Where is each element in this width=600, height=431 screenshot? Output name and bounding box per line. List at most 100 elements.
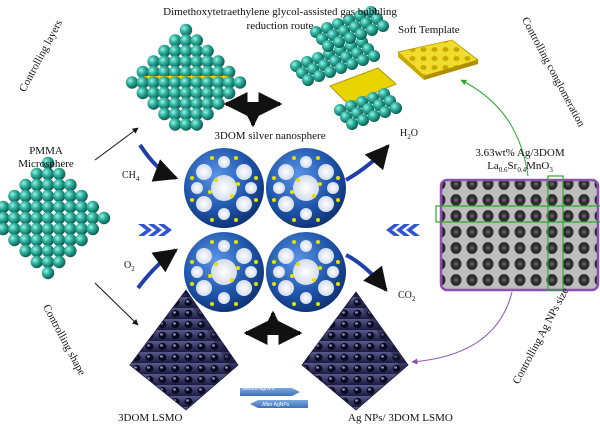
ag-nanoparticle: [316, 218, 320, 222]
co2-sub: 2: [411, 295, 416, 303]
silver-sphere-window: [196, 280, 212, 296]
ag-nanoparticle: [272, 282, 276, 286]
o2-label: O2: [124, 260, 135, 273]
pyramid-sphere: [201, 86, 214, 100]
silver-sphere-window: [196, 164, 212, 180]
slab-sphere: [357, 54, 369, 66]
pmma-sphere: [41, 167, 55, 181]
silver-nanosphere-label: 3DOM silver nanosphere: [214, 130, 326, 142]
pyramid-sphere: [179, 118, 193, 131]
silver-sphere-window: [300, 208, 312, 220]
slab-sphere: [346, 58, 358, 70]
chevrons-right: [386, 224, 420, 236]
ag-nanoparticle: [190, 282, 194, 286]
pmma-sphere: [75, 233, 88, 247]
ag-nanoparticle: [336, 198, 340, 202]
pmma-sphere: [30, 233, 43, 247]
gas-arrow-o2: [136, 248, 178, 290]
pmma-sphere: [0, 211, 10, 225]
ag-nanoparticle: [190, 260, 194, 264]
silver-sphere-window: [236, 280, 252, 296]
soft-template-sheet: [397, 39, 479, 80]
slab-sphere: [368, 50, 380, 62]
pyramid-sphere: [190, 118, 203, 131]
pyramid-sphere: [147, 97, 160, 110]
silver-sphere-window: [327, 266, 339, 278]
pmma-sphere: [53, 178, 66, 192]
tem-image: [435, 175, 600, 292]
pyramid-sphere: [190, 55, 203, 68]
pyramid-sphere: [158, 44, 171, 58]
pmma-sphere: [19, 233, 32, 247]
ag-nanoparticle: [214, 262, 218, 266]
pmma-sphere: [53, 244, 66, 258]
pyramid-sphere: [158, 107, 171, 121]
ag-nanoparticle: [254, 260, 258, 264]
purple-arrow-to-ag-lsmo: [411, 291, 513, 365]
gas-arrow-h2o: [345, 144, 390, 182]
pmma-sphere: [30, 178, 43, 192]
ag-nanoparticle: [210, 218, 214, 222]
h2o-sub: 2: [407, 133, 411, 141]
pyramid-sphere: [158, 65, 171, 79]
sample-mno: MnO: [526, 160, 550, 172]
pmma-sphere: [30, 167, 43, 181]
pyramid-sphere: [158, 55, 171, 68]
pyramid-sphere: [179, 44, 193, 58]
ag-nanoparticle: [290, 274, 294, 278]
pmma-sphere: [97, 211, 111, 225]
pmma-sphere: [30, 255, 43, 269]
pyramid-sphere: [136, 76, 149, 89]
silver-sphere-window: [293, 259, 319, 285]
pmma-sphere: [19, 200, 32, 214]
slab-sphere: [313, 70, 325, 82]
pmma-sphere: [64, 189, 77, 203]
silver-sphere-window: [218, 292, 230, 304]
silver-sphere-window: [293, 175, 319, 201]
ag-nanoparticle: [234, 156, 238, 160]
silver-sphere-window: [211, 175, 237, 201]
pyramid-sphere: [179, 97, 193, 110]
pyramid-sphere: [190, 44, 203, 58]
silver-sphere-window: [191, 182, 203, 194]
silver-sphere-window: [196, 196, 212, 212]
slab-sphere: [377, 20, 389, 32]
ag-nanoparticle: [208, 274, 212, 278]
ag-nanoparticle: [318, 182, 322, 186]
pmma-sphere: [19, 222, 32, 236]
pmma-sphere: [19, 189, 32, 203]
pmma-sphere: [8, 222, 21, 236]
title-line-1: Dimethoxytetraethylene glycol-assisted g…: [163, 6, 397, 18]
pmma-sphere: [53, 255, 66, 269]
pyramid-sphere: [169, 97, 182, 110]
arrow-pmma-to-pyramid: [94, 127, 139, 161]
pmma-sphere: [41, 233, 55, 247]
pmma-sphere: [64, 178, 77, 192]
pmma-sphere: [53, 200, 66, 214]
silver-sphere-window: [300, 292, 312, 304]
silver-sphere-window: [245, 266, 257, 278]
pyramid-sphere: [179, 107, 193, 121]
pmma-sphere: [41, 222, 55, 236]
pyramid-sphere: [158, 97, 171, 110]
pmma-sphere: [53, 167, 66, 181]
pyramid-sphere: [169, 55, 182, 68]
silver-sphere-window: [191, 266, 203, 278]
pmma-sphere: [64, 200, 77, 214]
pyramid-sphere: [223, 65, 236, 79]
pyramid-sphere: [179, 34, 193, 47]
pyramid-sphere: [212, 86, 225, 100]
after-label: After AgNPs: [262, 402, 290, 408]
yellow-slab-layer: [329, 67, 397, 105]
pyramid-sphere: [190, 107, 203, 121]
title-line-2: reduction route: [246, 20, 314, 32]
pmma-microsphere-cluster: [0, 156, 111, 280]
slab-sphere: [390, 102, 402, 114]
slab-sphere: [355, 28, 367, 40]
pmma-sphere: [53, 233, 66, 247]
ag-lsmo-label: Ag NPs/ 3DOM LSMO: [348, 412, 453, 424]
pmma-sphere: [75, 222, 88, 236]
pmma-sphere: [86, 211, 100, 225]
pmma-sphere: [64, 211, 77, 225]
